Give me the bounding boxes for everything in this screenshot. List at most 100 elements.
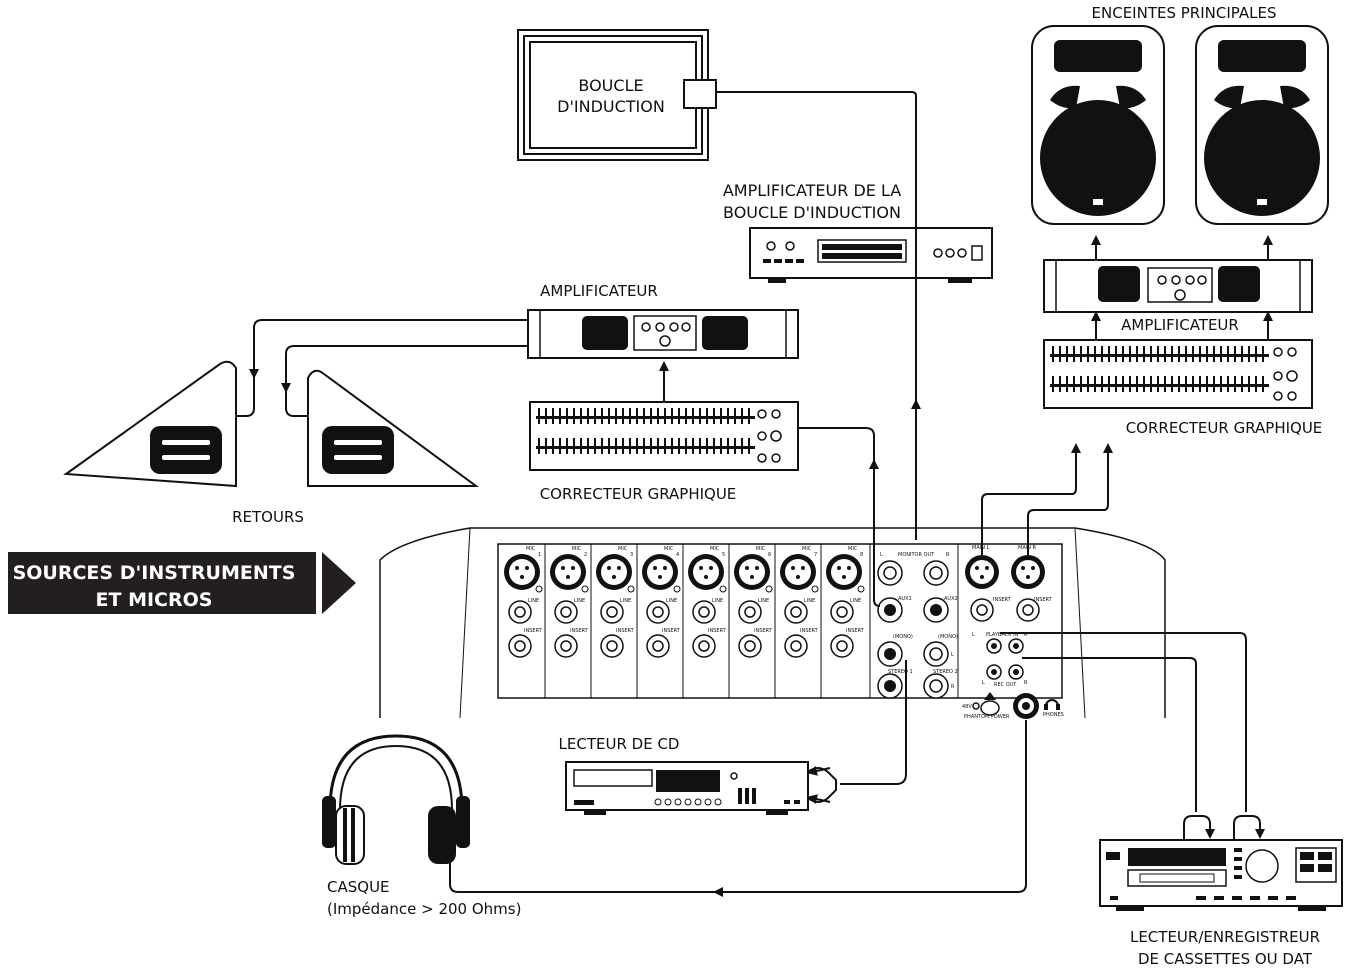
induction-loop-label-2: D'INDUCTION	[557, 97, 665, 116]
channel-line-label: LINE	[850, 598, 861, 604]
channel-mic-label: MIC	[848, 546, 858, 552]
phantom-power-switch[interactable]	[980, 700, 1000, 716]
induction-loop: BOUCLE D'INDUCTION	[517, 29, 717, 161]
cable-rec-out	[1022, 657, 1197, 812]
channel-insert-label: INSERT	[570, 628, 589, 634]
main-l-insert: INSERT	[993, 597, 1012, 603]
warning-icon	[984, 692, 996, 700]
channel-mic-label: MIC	[526, 546, 536, 552]
stereo2-mono: (MONO)	[938, 634, 958, 640]
channel-mic-label: MIC	[802, 546, 812, 552]
monitor-amp-label: AMPLIFICATEUR	[540, 282, 658, 300]
recorder-label-2: DE CASSETTES OU DAT	[1138, 950, 1313, 968]
headphones-label-1: CASQUE	[327, 878, 390, 896]
channel-mic-label: MIC	[756, 546, 766, 552]
stereo1-label: STEREO 1	[888, 669, 913, 675]
cable-main-l	[981, 443, 1081, 556]
cables	[236, 91, 1273, 897]
cable-playback	[1000, 632, 1247, 812]
channel-number: 6	[768, 552, 771, 558]
main-amplifier: AMPLIFICATEUR	[1043, 259, 1313, 334]
channel-line-label: LINE	[712, 598, 723, 604]
channel-number: 5	[722, 552, 725, 558]
monitor-out-l: L	[880, 552, 883, 558]
main-speakers: ENCEINTES PRINCIPALES	[1031, 4, 1329, 225]
stereo1-mono: (MONO)	[893, 634, 913, 640]
channel-line-label: LINE	[620, 598, 631, 604]
phantom-48v: 48V	[962, 704, 972, 710]
cable-loop	[716, 91, 917, 540]
channel-mic-label: MIC	[710, 546, 720, 552]
loop-connector	[683, 79, 717, 109]
monitor-out-label: MONITOR OUT	[898, 552, 935, 558]
sources-label-1: SOURCES D'INSTRUMENTS	[13, 562, 296, 584]
channel-insert-label: INSERT	[800, 628, 819, 634]
channel-mic-label: MIC	[572, 546, 582, 552]
rec-out-l: L	[982, 680, 985, 686]
channel-line-label: LINE	[804, 598, 815, 604]
channel-mic-label: MIC	[664, 546, 674, 552]
aux1-label: AUX1	[898, 596, 912, 602]
main-l-label: MAIN L	[972, 545, 990, 551]
channel-number: 1	[538, 552, 541, 558]
stereo2-label: STEREO 2	[933, 669, 958, 675]
cd-player: LECTEUR DE CD	[559, 735, 809, 815]
monitor-wedges: RETOURS	[63, 360, 480, 526]
rec-out-label: REC OUT	[994, 682, 1017, 688]
cable-cd	[840, 660, 907, 785]
aux2-label: AUX2	[944, 596, 958, 602]
main-eq-label: CORRECTEUR GRAPHIQUE	[1126, 419, 1323, 437]
induction-loop-label-1: BOUCLE	[578, 76, 643, 95]
monitor-out-r: R	[946, 552, 950, 558]
channel-number: 2	[584, 552, 587, 558]
speaker-left	[1031, 25, 1165, 225]
channel-insert-label: INSERT	[708, 628, 727, 634]
channel-line-label: LINE	[574, 598, 585, 604]
channel-line-label: LINE	[666, 598, 677, 604]
stereo2-l: L	[951, 652, 954, 658]
speaker-right	[1195, 25, 1329, 225]
main-equalizer: CORRECTEUR GRAPHIQUE	[1043, 339, 1323, 437]
cd-player-label: LECTEUR DE CD	[559, 735, 680, 753]
mixer: MIC1LINEINSERTMIC2LINEINSERTMIC3LINEINSE…	[379, 527, 1166, 720]
main-amp-label: AMPLIFICATEUR	[1121, 316, 1239, 334]
rec-out-r: R	[1024, 680, 1028, 686]
loop-amp-label-1: AMPLIFICATEUR DE LA	[723, 181, 901, 200]
channel-number: 8	[860, 552, 863, 558]
sources-label-2: ET MICROS	[96, 589, 213, 611]
playback-label: PLAYBACK IN	[986, 632, 1019, 638]
recorder-label-1: LECTEUR/ENREGISTREUR	[1130, 928, 1320, 946]
channel-number: 3	[630, 552, 633, 558]
channel-mic-label: MIC	[618, 546, 628, 552]
loop-amp-label-2: BOUCLE D'INDUCTION	[723, 203, 901, 222]
playback-l: L	[972, 632, 975, 638]
channel-insert-label: INSERT	[662, 628, 681, 634]
headphones-label-2: (Impédance > 200 Ohms)	[327, 900, 521, 918]
stereo2-r: R	[951, 684, 955, 690]
sources-banner: SOURCES D'INSTRUMENTS ET MICROS	[8, 552, 356, 614]
monitor-eq-label: CORRECTEUR GRAPHIQUE	[540, 485, 737, 503]
channel-insert-label: INSERT	[616, 628, 635, 634]
monitor-amplifier: AMPLIFICATEUR	[527, 282, 799, 359]
channel-insert-label: INSERT	[846, 628, 865, 634]
channel-line-label: LINE	[528, 598, 539, 604]
main-speakers-label: ENCEINTES PRINCIPALES	[1092, 4, 1277, 22]
cable-aux1	[798, 427, 881, 607]
monitors-label: RETOURS	[232, 508, 304, 526]
channel-insert-label: INSERT	[754, 628, 773, 634]
loop-amplifier: AMPLIFICATEUR DE LA BOUCLE D'INDUCTION	[723, 181, 993, 283]
channel-number: 7	[814, 552, 817, 558]
phantom-label: PHANTOM POWER	[964, 714, 1010, 720]
cable-wedge-1	[236, 319, 528, 417]
cable-main-r	[1027, 443, 1113, 556]
main-r-insert: INSERT	[1034, 597, 1053, 603]
headphones: CASQUE (Impédance > 200 Ohms)	[322, 734, 521, 918]
monitor-equalizer: CORRECTEUR GRAPHIQUE	[529, 401, 799, 503]
phones-label: PHONES	[1043, 712, 1064, 718]
channel-insert-label: INSERT	[524, 628, 543, 634]
playback-r: R	[1024, 632, 1028, 638]
channel-number: 4	[676, 552, 679, 558]
cassette-recorder: LECTEUR/ENREGISTREUR DE CASSETTES OU DAT	[1099, 839, 1343, 968]
